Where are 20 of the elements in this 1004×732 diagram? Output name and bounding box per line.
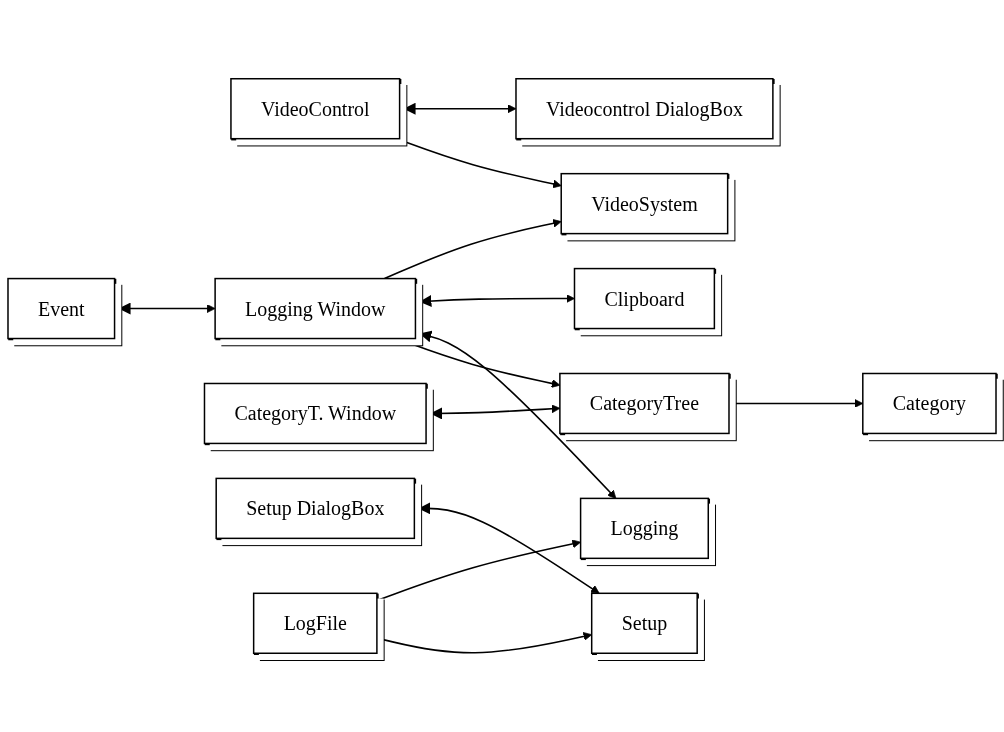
arrow — [417, 502, 600, 594]
node-box: Setup DialogBox — [215, 477, 416, 540]
node-box: VideoControl — [230, 78, 401, 140]
node-box: Setup — [590, 592, 698, 654]
node-box: Logging — [579, 497, 709, 560]
node-box: VideoSystem — [560, 172, 729, 235]
node-box: Event — [7, 277, 116, 340]
node-box: CategoryT. Window — [203, 382, 427, 445]
arrow — [395, 137, 562, 189]
node-box: Videocontrol DialogBox — [515, 78, 774, 140]
node-box: CategoryTree — [559, 372, 730, 435]
arrow — [376, 539, 581, 602]
node-box: Logging Window — [214, 277, 417, 340]
arrow — [418, 294, 575, 308]
arrow — [117, 302, 216, 315]
node-box: LogFile — [252, 592, 378, 654]
arrow — [383, 219, 562, 280]
arrow — [418, 330, 617, 499]
node-box: Category — [862, 372, 997, 435]
node-box: Clipboard — [573, 267, 716, 330]
